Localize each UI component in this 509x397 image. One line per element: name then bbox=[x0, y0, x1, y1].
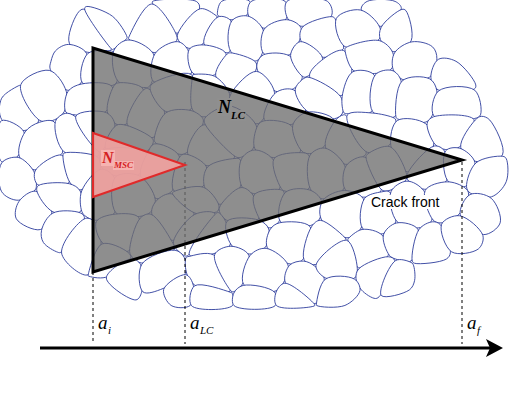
axis-subscript: LC bbox=[199, 325, 214, 336]
triangle-shape bbox=[93, 48, 462, 272]
axis-line bbox=[40, 347, 490, 350]
grain bbox=[316, 240, 357, 280]
axis-symbol: a bbox=[189, 313, 201, 332]
axis-symbol: a bbox=[466, 313, 478, 332]
dashed-guide bbox=[93, 272, 94, 344]
grain bbox=[396, 77, 438, 123]
axis-symbol: a bbox=[97, 313, 109, 332]
grain bbox=[20, 70, 67, 122]
grain bbox=[163, 275, 193, 308]
grain-boundaries bbox=[0, 0, 508, 310]
annotation: Crack front bbox=[370, 195, 440, 209]
grain bbox=[275, 283, 315, 308]
grain bbox=[381, 260, 415, 297]
grain bbox=[467, 156, 508, 197]
crack-axis bbox=[40, 339, 503, 357]
symbol-subscript: MSC bbox=[113, 161, 134, 170]
crack-region-triangle: NLCNMSC bbox=[93, 48, 462, 272]
axis-subscript: f bbox=[476, 325, 481, 336]
grain bbox=[232, 285, 277, 309]
grain bbox=[37, 183, 83, 215]
grain bbox=[345, 40, 394, 74]
axis-arrowhead bbox=[486, 339, 503, 357]
triangle-shape bbox=[93, 133, 185, 197]
grain bbox=[190, 285, 234, 310]
msc-region-triangle: NMSC bbox=[93, 133, 185, 197]
grain bbox=[316, 276, 360, 307]
axis-subscript: i bbox=[107, 325, 112, 336]
dashed-guide bbox=[462, 162, 463, 344]
symbol-subscript: LC bbox=[230, 110, 246, 121]
